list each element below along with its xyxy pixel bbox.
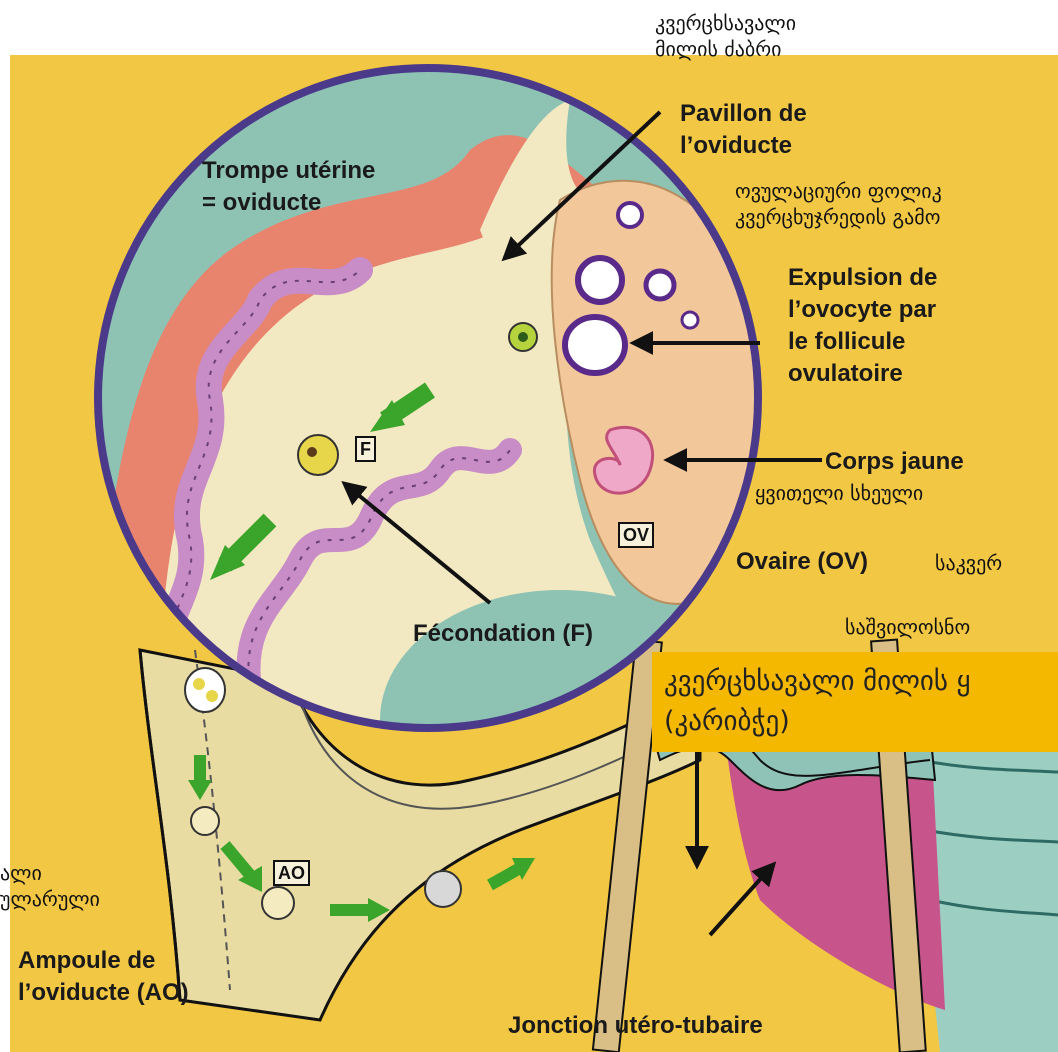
label-ovaire: Ovaire (OV)	[736, 546, 868, 578]
callout-line-2: (კარიბჭე)	[664, 702, 970, 742]
embryo-morula	[262, 887, 294, 919]
marker-ao: AO	[273, 860, 310, 886]
label-ka-ovary: საკვერ	[935, 550, 1058, 576]
fertilized-egg	[298, 435, 338, 475]
label-trompe: Trompe utérine= oviducte	[202, 155, 375, 219]
marker-ov: OV	[618, 522, 654, 548]
isthmus-callout: კვერცხსავალი მილის ყ (კარიბჭე)	[652, 652, 1058, 752]
label-ka-uterus: საშვილოსნო	[845, 614, 1058, 640]
label-corps-jaune: Corps jaune	[825, 446, 964, 478]
embryo-2cell	[185, 668, 225, 712]
ovulatory-follicle	[565, 317, 625, 373]
embryo-blastocyst	[425, 871, 461, 907]
embryo-4cell	[191, 807, 219, 835]
label-jonction: Jonction utéro-tubaire	[508, 1010, 763, 1042]
label-ka-corps: ყვითელი სხეული	[755, 480, 923, 506]
callout-line-1: კვერცხსავალი მილის ყ	[664, 662, 970, 702]
label-fecondation: Fécondation (F)	[413, 618, 593, 650]
marker-f: F	[355, 436, 376, 462]
